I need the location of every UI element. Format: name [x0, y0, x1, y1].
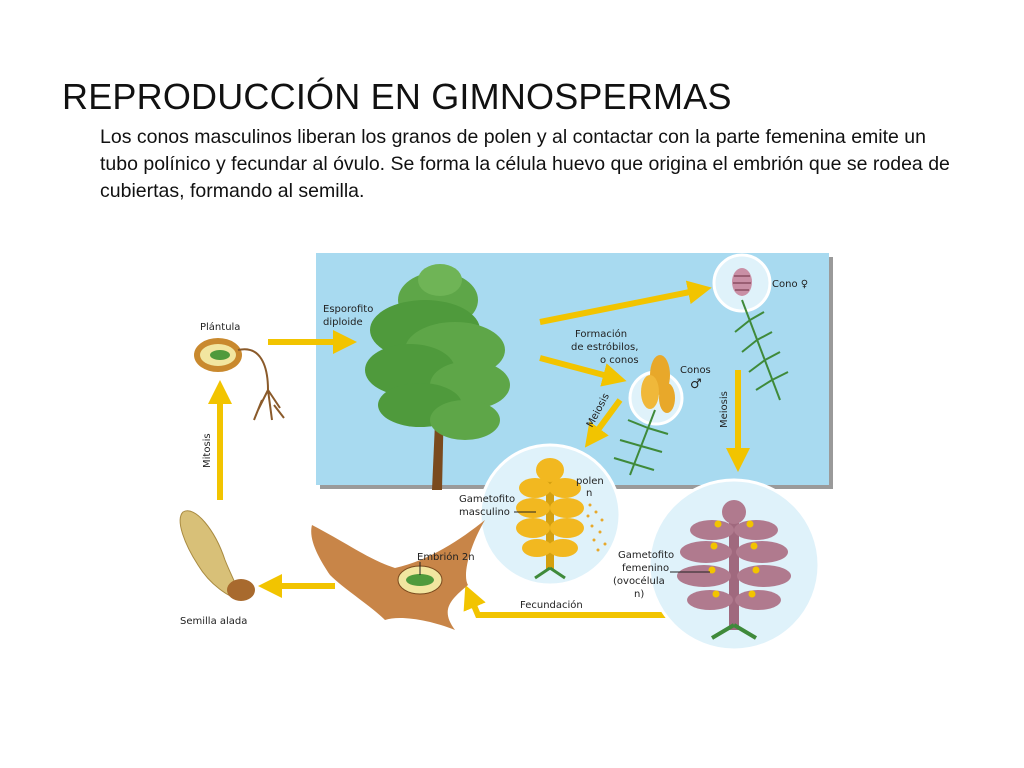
embryo-scale-icon: [311, 520, 485, 630]
formacion-label-2: de estróbilos,: [571, 341, 638, 353]
fecundacion-label: Fecundación: [520, 599, 583, 611]
male-strobilus-icon: [516, 458, 607, 580]
gametofito-fem-label-1: Gametofito: [618, 550, 674, 561]
gametofito-masc-label-1: Gametofito: [459, 494, 515, 505]
arrow-to-female-cone: [539, 280, 712, 325]
gametofito-masc-label-2: masculino: [459, 507, 510, 518]
semilla-label: Semilla alada: [180, 616, 247, 627]
arrow-meiosis-left: [584, 398, 623, 448]
polen-label: polen: [576, 476, 604, 487]
gametofito-fem-label-3: (ovocélula: [613, 575, 665, 587]
conos-label: Conos: [680, 365, 711, 376]
female-cone-icon: [732, 268, 752, 296]
male-cones-icon: [641, 355, 675, 413]
sporophyte-tree: [365, 264, 510, 490]
slide-title: REPRODUCCIÓN EN GIMNOSPERMAS: [62, 76, 732, 117]
arrow-fecundacion: [463, 584, 680, 618]
gametofito-fem-label-4: n): [634, 589, 644, 600]
esporofito-label: Esporofito: [323, 304, 373, 315]
male-branch-icon: [613, 409, 669, 476]
polen-n-label: n: [586, 488, 592, 499]
male-symbol: ♂: [690, 377, 702, 392]
diploide-label: diploide: [323, 317, 363, 328]
cono-femenino-label: Cono ♀: [772, 279, 808, 290]
mitosis-label: Mitosis: [202, 433, 213, 468]
arrow-to-male-cone: [539, 355, 627, 387]
formacion-label-1: Formación: [575, 328, 627, 340]
slide-description: Los conos masculinos liberan los granos …: [100, 126, 950, 202]
female-strobilus-icon: [677, 500, 791, 640]
seedling-icon: [194, 338, 285, 421]
winged-seed-icon: [179, 510, 255, 601]
embrion-label: Embrión 2n: [417, 551, 475, 563]
formacion-label-3: o conos: [600, 355, 639, 366]
plantula-label: Plántula: [200, 321, 240, 333]
female-branch-icon: [734, 299, 789, 401]
meiosis-right-label: Meiosis: [719, 391, 730, 428]
cycle-arrows: [208, 280, 750, 618]
gametofito-fem-label-2: femenino: [622, 563, 669, 574]
